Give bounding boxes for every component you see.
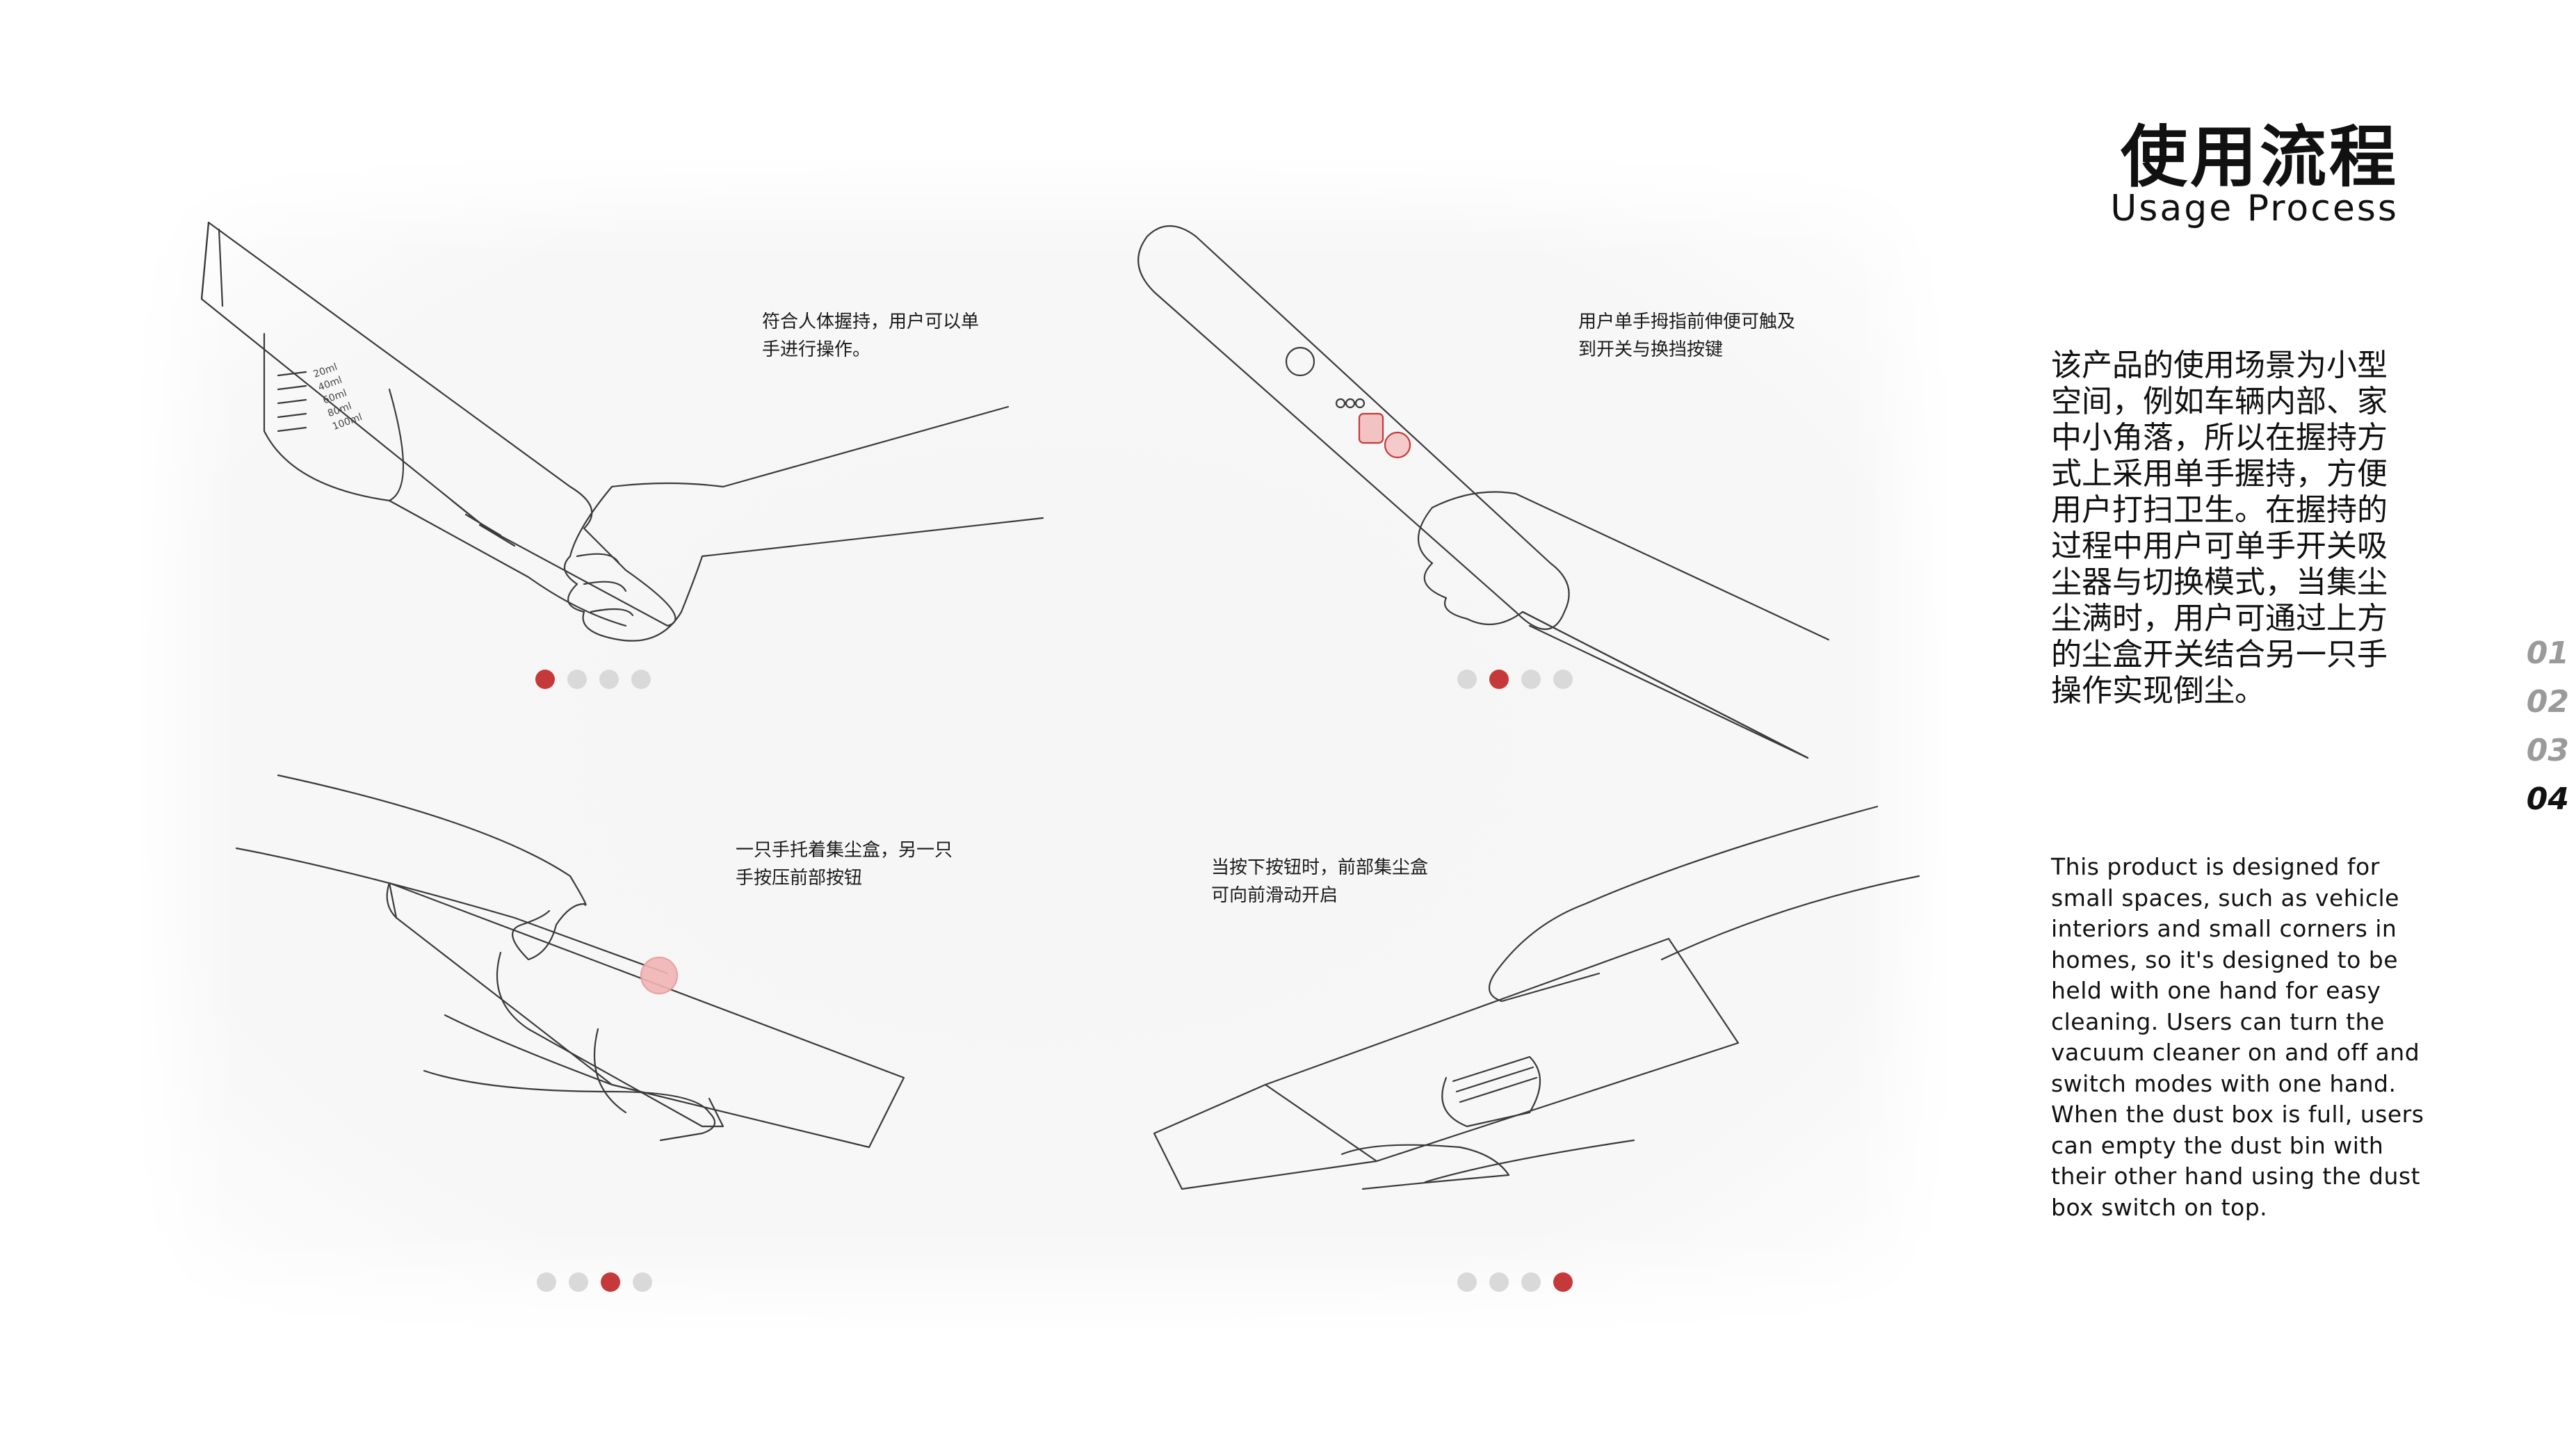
page-title: 使用流程: [2121, 118, 2399, 196]
step-dot-4[interactable]: [631, 670, 651, 689]
step2-caption: 用户单手拇指前伸便可触及 到开关与换挡按键: [1578, 311, 1796, 360]
description-cn: 该产品的使用场景为小型空间，例如车辆内部、家中小角落，所以在握持方式上采用单手握…: [2051, 348, 2388, 709]
step-dot-4[interactable]: [1553, 670, 1573, 689]
step-dot-3[interactable]: [1521, 670, 1541, 689]
step3-dots: [537, 1272, 652, 1292]
illustration-panel: [139, 160, 1947, 1328]
step4-illustration: [1153, 805, 1920, 1190]
step1-dots: [535, 670, 651, 689]
step1-caption: 符合人体握持，用户可以单 手进行操作。: [762, 311, 980, 360]
step2-dots: [1457, 670, 1573, 689]
page-link-04[interactable]: 04: [2526, 782, 2569, 817]
page-link-01[interactable]: 01: [2526, 636, 2569, 671]
step4-dots: [1457, 1272, 1573, 1292]
step-dot-1[interactable]: [1457, 670, 1477, 689]
page-subtitle: Usage Process: [2110, 188, 2399, 229]
step-dot-2[interactable]: [1489, 1272, 1509, 1292]
step-dot-1[interactable]: [1457, 1272, 1477, 1292]
step-dot-2[interactable]: [569, 1272, 588, 1292]
step4-caption: 当按下按钮时，前部集尘盒 可向前滑动开启: [1211, 857, 1429, 906]
page-link-02[interactable]: 02: [2526, 684, 2569, 720]
step1-scale-lines: [277, 371, 307, 432]
page-link-03[interactable]: 03: [2526, 733, 2569, 768]
step-dot-2[interactable]: [567, 670, 587, 689]
step2-button-highlight: [1358, 412, 1411, 459]
step3-caption: 一只手托着集尘盒，另一只 手按压前部按钮: [736, 840, 953, 889]
step-dot-3[interactable]: [1521, 1272, 1541, 1292]
step-dot-3[interactable]: [601, 1272, 620, 1292]
step-dot-1[interactable]: [537, 1272, 556, 1292]
step-dot-2[interactable]: [1489, 670, 1509, 689]
step-dot-4[interactable]: [1553, 1272, 1573, 1292]
step-dot-3[interactable]: [599, 670, 619, 689]
step2-illustration: [1137, 225, 1830, 759]
step3-press-highlight: [640, 956, 679, 995]
step-dot-4[interactable]: [633, 1272, 652, 1292]
step3-illustration: [235, 774, 905, 1149]
description-en: This product is designed for small space…: [2051, 853, 2424, 1221]
step1-illustration: [200, 221, 1044, 642]
page-nav: 01 02 03 04: [2527, 629, 2569, 824]
step-dot-1[interactable]: [535, 670, 555, 689]
